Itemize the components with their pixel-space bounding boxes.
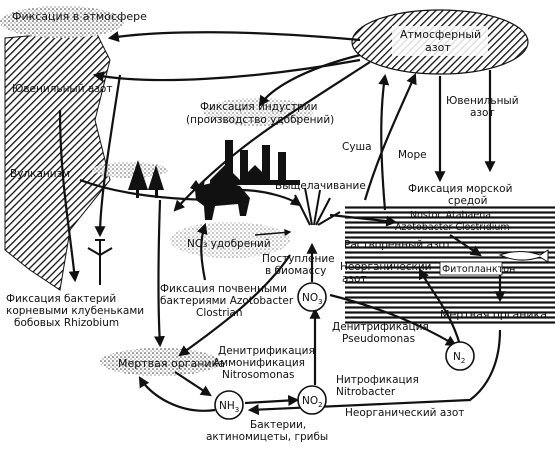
arrow-land-leach	[239, 188, 302, 207]
arrow-no3-to-n2	[329, 293, 457, 347]
node-nh3: NH3	[214, 390, 244, 420]
label-no3-fert: NO₃ удобрений	[187, 238, 271, 250]
label-bacteria-1: Бактерии,	[250, 419, 306, 431]
label-bact-fix-3: бобовых Rhizobium	[14, 317, 119, 329]
land-cloud	[92, 162, 168, 178]
label-inorganic-bottom: Неорганический азот	[345, 407, 464, 419]
plant-icon	[294, 187, 341, 226]
node-no3: NO3	[297, 282, 327, 312]
node-no2: NO2	[297, 385, 327, 415]
svg-text:NH3: NH3	[219, 400, 239, 414]
label-land: Суша	[342, 141, 372, 153]
label-denitrif-ammon-3: Nitrosomonas	[222, 369, 295, 381]
arrow-atm-to-juvenile	[92, 58, 361, 82]
atmosphere-cloud	[0, 6, 124, 38]
label-soil-fix-2: бактериями Azotobacter	[160, 295, 294, 307]
svg-text:N2: N2	[453, 351, 465, 365]
label-soil-fix-1: Фиксация почвенными	[160, 283, 287, 295]
label-bacteria-2: актиномицеты, грибы	[206, 431, 328, 443]
arrow-atm-to-industry	[258, 53, 361, 107]
arrow-plant-to-dead	[178, 254, 291, 357]
label-fixation-atmosphere: Фиксация в атмосфере	[12, 10, 147, 23]
root-plant-icon	[87, 239, 113, 285]
label-denitrif-ammon-1: Денитрификация	[218, 345, 315, 357]
label-industry-1: Фиксация индустрии	[200, 101, 317, 113]
label-soil-fix-3: Clostrian	[196, 307, 243, 319]
label-bact-fix-1: Фиксация бактерий	[6, 293, 116, 305]
label-phytoplankton: Фитопланктон	[442, 264, 515, 275]
label-biomass-1: Поступление	[262, 253, 335, 265]
arrow-fert-to-plant	[254, 228, 292, 236]
label-dissolved: Растворенный азот	[344, 239, 451, 251]
arrow-atm-to-left	[107, 31, 361, 43]
label-denitrif-1: Денитрификация	[332, 321, 429, 333]
arrow-leach-up	[363, 72, 417, 201]
label-industry-2: (производство удобрений)	[186, 114, 334, 126]
label-nitrification-1: Нитрофикация	[336, 374, 419, 386]
arrow-nh3-to-no2	[244, 395, 300, 406]
arrow-volcano-to-land	[79, 178, 228, 206]
label-bact-fix-2: корневыми клубеньками	[6, 305, 144, 317]
label-marine-fix-2: средой	[448, 195, 487, 207]
arrow-left-down	[58, 109, 80, 283]
industry-cloud	[203, 98, 313, 126]
arrow-dead-sea-to-inorg	[247, 329, 502, 416]
arrow-sea-to-atm	[378, 73, 390, 211]
label-volcanism: Вулканизм	[10, 168, 70, 180]
arrow-dead-to-nh3	[174, 371, 212, 397]
label-dead-org-sea: Мертвая органика	[440, 308, 547, 321]
label-sea: Море	[398, 149, 427, 161]
arrow-atm-to-soil	[173, 61, 371, 212]
arrow-fix-to-dead	[154, 199, 165, 348]
label-nitrification-2: Nitrobacter	[336, 386, 396, 398]
label-atm-nitrogen-1: Атмосферный	[400, 28, 481, 41]
label-leaching: Выщелачивание	[275, 180, 366, 192]
fish-icon	[498, 249, 549, 263]
arrow-nh3-to-dead	[138, 376, 216, 412]
label-inorganic-sea-2: азот	[342, 273, 367, 285]
node-n2: N2	[445, 341, 475, 371]
label-denitrif-2: Pseudomonas	[342, 333, 415, 345]
arrow-n2-to-sea	[419, 268, 462, 346]
arrow-dissolved-to-phyto	[449, 234, 482, 257]
volcanic-mass	[4, 29, 111, 291]
label-dead-org-land: Мертвая органика	[118, 357, 225, 370]
arrow-plant-to-sea	[329, 213, 398, 227]
arrow-soil-up	[197, 222, 208, 281]
label-denitrif-ammon-2: Аммонификация	[213, 357, 305, 369]
label-biomass-2: в биомассу	[265, 265, 326, 277]
label-marine-fix-1: Фиксация морской	[408, 183, 512, 195]
arrow-volc-to-rhizo	[94, 74, 122, 238]
label-juvenile-left: Ювенильный азот	[12, 83, 112, 95]
svg-text:NO3: NO3	[302, 292, 323, 306]
label-marine-orgs-2: Azotobacter Clostridium	[395, 222, 510, 233]
label-juvenile-right-2: азот	[470, 107, 495, 119]
svg-text:NO2: NO2	[302, 395, 323, 409]
label-marine-orgs-1: Nostoc Atabaena	[410, 210, 491, 221]
label-inorganic-sea-1: Неорганический	[340, 261, 432, 273]
label-juvenile-right-1: Ювенильный	[446, 95, 519, 107]
label-atm-nitrogen-2: азот	[425, 41, 451, 54]
